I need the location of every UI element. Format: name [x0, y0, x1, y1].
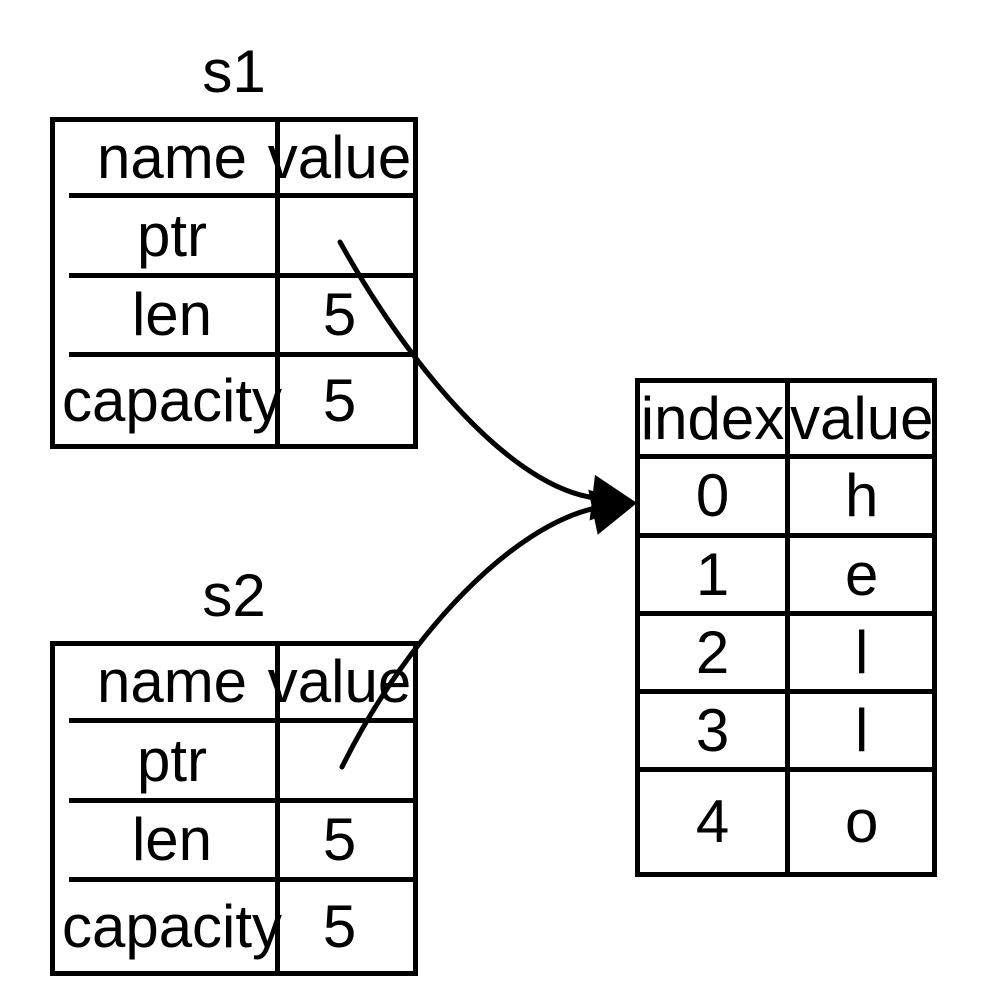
s2-ptr-label: ptr: [69, 723, 280, 803]
heap-header-value: value: [790, 383, 934, 459]
s1-len-label: len: [69, 278, 280, 357]
heap-row-2-value: l: [790, 616, 934, 694]
heap-row-3-value: l: [790, 694, 934, 772]
heap-buffer-table: index value 0 h 1 e 2 l 3 l 4 o: [635, 378, 937, 877]
s1-title: s1: [202, 38, 266, 105]
s1-capacity-value: 5: [322, 366, 357, 434]
heap-row-3-index: 3: [640, 694, 790, 772]
s1-ptr-label: ptr: [69, 198, 280, 278]
heap-row-2-index: 2: [640, 616, 790, 694]
heap-row-4-index: 4: [640, 772, 790, 872]
s2-title: s2: [202, 562, 266, 629]
s1-len-value: 5: [266, 278, 413, 357]
s2-header-name: name: [69, 646, 280, 723]
s1-arrowhead-icon: [589, 474, 637, 521]
s2-capacity-label: capacity: [62, 882, 282, 971]
heap-row-0-value: h: [790, 459, 934, 538]
heap-row-1-index: 1: [640, 538, 790, 616]
s2-capacity-value: 5: [322, 892, 357, 960]
s1-header-name: name: [69, 122, 280, 198]
s2-table: name value ptr len 5 capacity 5: [50, 641, 418, 976]
s2-len-value: 5: [266, 803, 413, 882]
s2-arrowhead-icon: [588, 489, 637, 535]
s1-table: name value ptr len 5 capacity 5: [50, 117, 418, 449]
heap-header-index: index: [640, 383, 790, 459]
s2-len-label: len: [69, 803, 280, 882]
s1-header-value: value: [266, 122, 413, 198]
s1-capacity-label: capacity: [62, 357, 282, 444]
s2-header-value: value: [266, 646, 413, 723]
s2-ptr-value-cell: [266, 723, 413, 803]
heap-row-0-index: 0: [640, 459, 790, 538]
heap-row-4-value: o: [845, 788, 879, 855]
heap-row-1-value: e: [790, 538, 934, 616]
s1-ptr-value-cell: [266, 198, 413, 278]
